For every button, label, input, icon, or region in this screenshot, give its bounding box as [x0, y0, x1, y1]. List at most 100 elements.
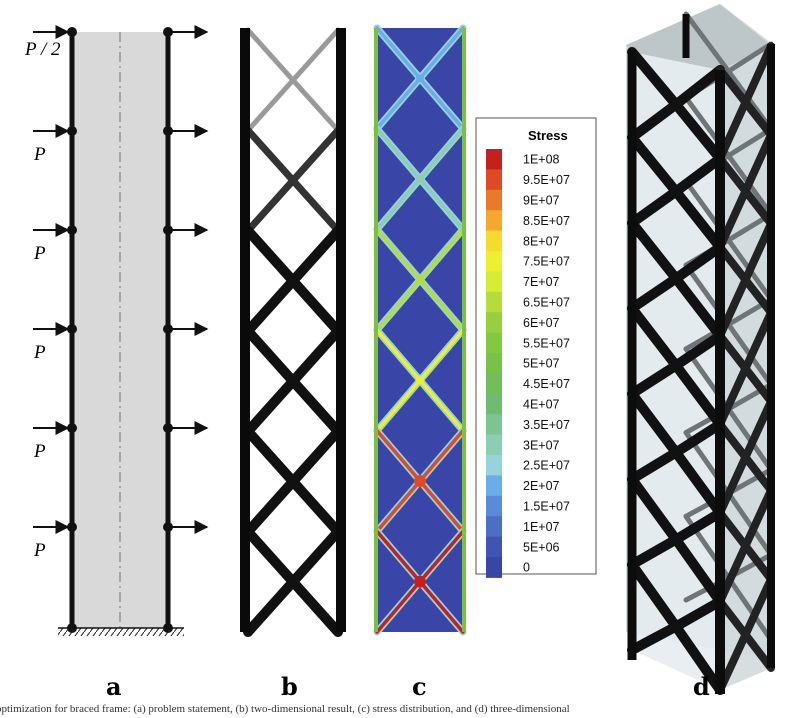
brace-member-3d: [627, 474, 681, 545]
brace-member-3d: [741, 397, 775, 462]
member-stress: [375, 428, 422, 483]
member-stress: [418, 76, 465, 131]
load-label: P: [33, 243, 46, 264]
member-stress: [418, 277, 465, 332]
stress-members: [373, 24, 467, 636]
member-stress: [418, 479, 465, 534]
brace-member: [288, 275, 343, 336]
brace-member-3d: [627, 303, 681, 371]
member-stress: [418, 328, 465, 383]
brace-member: [288, 426, 343, 487]
stress-background: [374, 28, 466, 632]
brace-member: [245, 77, 296, 133]
member-stress: [418, 227, 465, 282]
member-stress: [375, 378, 422, 433]
legend-label: 9E+07: [523, 194, 560, 208]
legend-swatch: [486, 230, 502, 252]
brace-member: [243, 376, 298, 437]
brace-member: [289, 126, 342, 184]
legend-label: 3E+07: [523, 438, 560, 452]
brace-member-3d: [627, 186, 681, 228]
legend-label: 6E+07: [523, 316, 560, 330]
legend-swatch: [486, 189, 502, 211]
legend-label: 9.5E+07: [523, 173, 570, 187]
legend-swatch: [486, 536, 502, 558]
brace-member-3d: [671, 447, 725, 518]
legend-label: 8E+07: [523, 234, 560, 248]
brace-member-3d: [671, 360, 725, 430]
optimized-truss-2d: [240, 27, 346, 637]
member-stress: [418, 579, 465, 634]
brace-member: [243, 275, 298, 336]
brace-member-3d: [671, 534, 725, 607]
brace-member: [288, 526, 343, 587]
brace-member-3d: [671, 99, 725, 164]
legend-swatch: [486, 516, 502, 538]
member-stress: [418, 26, 465, 81]
brace-member: [290, 27, 341, 83]
legend-label: 3.5E+07: [523, 418, 570, 432]
member-stress: [375, 76, 422, 131]
panel-letter-c: c: [412, 672, 427, 701]
legend-entries: 1E+089.5E+079E+078.5E+078E+077.5E+077E+0…: [486, 149, 570, 578]
node-left: [67, 522, 77, 532]
brace-member-3d: [741, 364, 775, 406]
legend-label: 2E+07: [523, 479, 560, 493]
load-label: P: [33, 144, 46, 165]
member-stress: [375, 26, 422, 81]
panel-letter-a: a: [106, 672, 122, 701]
brace-member-3d: [741, 453, 775, 495]
brace-member-3d: [671, 186, 725, 253]
panel-letter-b: b: [281, 672, 298, 701]
node-left: [67, 27, 77, 37]
legend-label: 2.5E+07: [523, 459, 570, 473]
legend-swatch: [486, 557, 502, 578]
brace-member-3d: [741, 308, 775, 373]
legend-swatch: [486, 149, 502, 170]
member-stress: [418, 177, 465, 232]
brace-member: [243, 526, 298, 587]
member-stress: [418, 126, 465, 181]
joint: [416, 376, 424, 385]
brace-member-3d: [741, 219, 775, 284]
brace-member-3d: [741, 575, 775, 639]
legend-swatch: [486, 414, 502, 436]
brace-member: [243, 225, 298, 286]
brace-member-3d: [627, 99, 681, 143]
brace-member: [290, 77, 341, 133]
member-stress: [375, 277, 422, 332]
legend-label: 0: [523, 561, 530, 575]
member-stress: [375, 328, 422, 383]
brace-member-3d: [741, 541, 775, 584]
brace-member-3d: [627, 388, 681, 458]
brace-member-3d: [726, 467, 774, 496]
node-right: [163, 423, 173, 433]
brace-member-3d: [627, 447, 681, 485]
legend-label: 4.5E+07: [523, 377, 570, 391]
brace-member-3d: [627, 360, 681, 399]
node-right: [163, 324, 173, 334]
node-left: [67, 324, 77, 334]
legend-swatch: [486, 210, 502, 232]
brace-member-3d: [671, 621, 725, 695]
brace-member-3d: [671, 242, 725, 284]
load-nodes: [67, 27, 173, 633]
brace-member-3d: [671, 330, 725, 371]
brace-member-3d: [627, 273, 681, 314]
brace-member-3d: [671, 596, 725, 632]
brace-member: [288, 476, 343, 537]
node-right: [163, 126, 173, 136]
legend-label: 1E+07: [523, 520, 560, 534]
brace-member-3d: [671, 153, 725, 197]
legend-label: 8.5E+07: [523, 214, 570, 228]
brace-member-3d: [627, 534, 681, 570]
brace-member: [244, 126, 297, 184]
legend-swatch: [486, 434, 502, 456]
brace-member-3d: [726, 575, 774, 643]
joint: [416, 175, 424, 183]
brace-member-3d: [741, 187, 775, 228]
brace-member-3d: [627, 47, 681, 110]
